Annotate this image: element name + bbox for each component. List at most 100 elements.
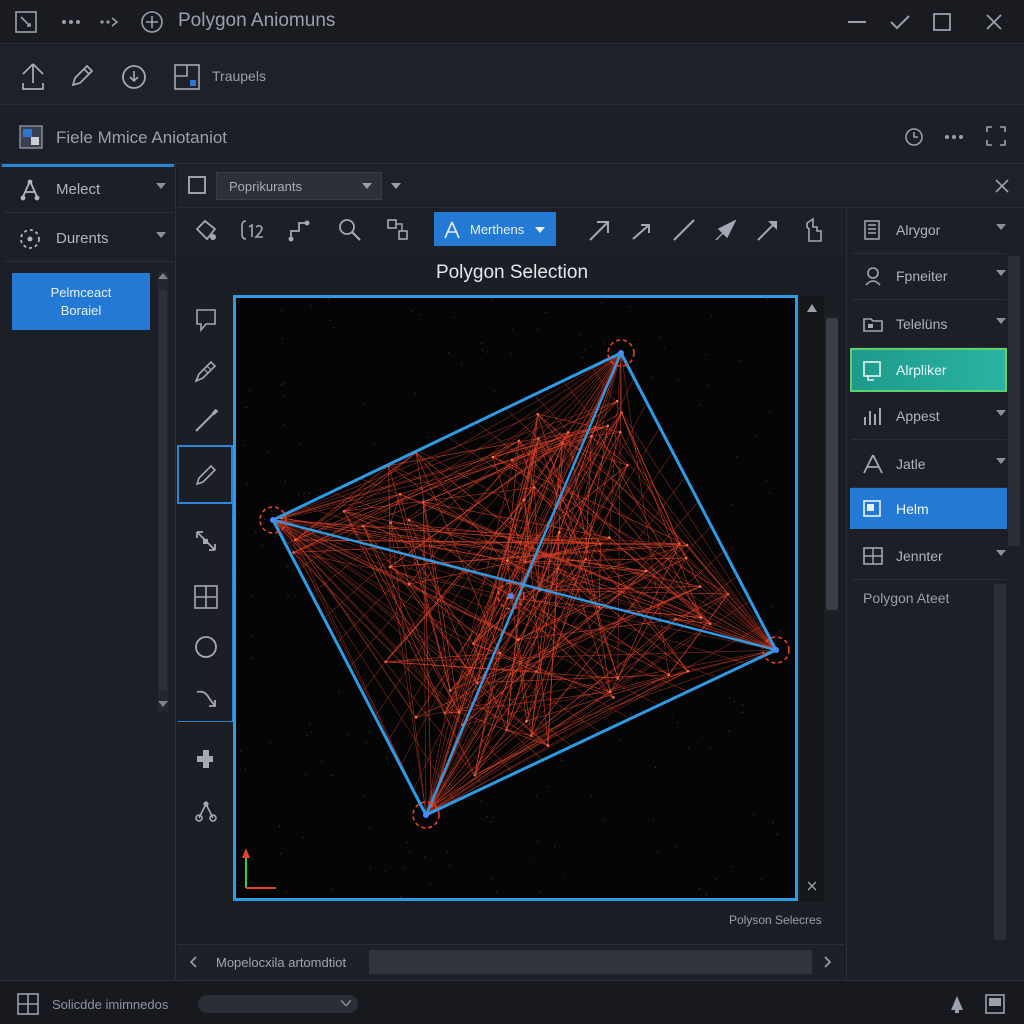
- magnet-icon[interactable]: [336, 216, 364, 244]
- right-item-telelauns[interactable]: Telelüns: [852, 302, 1006, 348]
- maximize-icon[interactable]: [930, 10, 954, 34]
- noise-speck: [650, 376, 652, 378]
- noise-speck: [715, 878, 717, 880]
- canvas-scrollbar-thumb[interactable]: [826, 318, 838, 610]
- knife-tool-icon[interactable]: [190, 406, 222, 436]
- notification-bell-icon[interactable]: [946, 992, 968, 1016]
- line-tool-icon[interactable]: [670, 216, 698, 244]
- polygon-canvas[interactable]: [233, 295, 798, 901]
- download-circle-icon[interactable]: [119, 62, 149, 92]
- grid-snap-icon[interactable]: [384, 216, 412, 244]
- scroll-up-icon[interactable]: [157, 270, 169, 282]
- arrow-up-right-icon[interactable]: [586, 216, 614, 244]
- add-icon[interactable]: [139, 9, 165, 35]
- right-scrollbar-lower[interactable]: [994, 584, 1006, 940]
- node-tool-icon[interactable]: [190, 796, 222, 826]
- noise-speck: [688, 747, 690, 749]
- noise-speck: [330, 888, 332, 891]
- mesh-fan-edge: [336, 352, 622, 644]
- app-logo-icon[interactable]: [14, 10, 38, 34]
- save-icon[interactable]: [984, 992, 1006, 1016]
- rotate-tool-icon[interactable]: [190, 684, 222, 714]
- grid-tool-icon[interactable]: [190, 582, 222, 612]
- noise-speck: [298, 494, 300, 496]
- noise-speck: [729, 696, 731, 699]
- right-item-appest[interactable]: Appest: [852, 394, 1006, 440]
- mesh-node: [698, 585, 702, 588]
- chevron-down-icon[interactable]: [389, 180, 403, 192]
- pen-tool-icon[interactable]: [190, 460, 222, 490]
- noise-speck: [730, 546, 732, 548]
- primary-action-button[interactable]: Pelmceact Boraiel: [12, 273, 150, 330]
- mesh-edge: [425, 593, 729, 816]
- mesh-node: [606, 424, 610, 428]
- mesh-edge: [530, 619, 676, 736]
- noise-speck: [251, 657, 254, 659]
- chevron-right-icon[interactable]: [821, 954, 835, 970]
- mesh-edge: [362, 526, 446, 714]
- mesh-fan-edge: [425, 575, 738, 816]
- noise-speck: [540, 891, 542, 893]
- check-icon[interactable]: [888, 10, 912, 34]
- forward-icon[interactable]: [98, 12, 120, 32]
- more-icon[interactable]: [60, 12, 82, 32]
- upload-icon[interactable]: [18, 60, 48, 92]
- mesh-fan-edge: [425, 476, 686, 816]
- brush-tool-icon[interactable]: [190, 356, 222, 386]
- arrow-curve-icon[interactable]: [628, 216, 656, 244]
- noise-speck: [285, 891, 287, 893]
- mesh-edge: [423, 501, 610, 538]
- scroll-up-icon[interactable]: [804, 300, 820, 316]
- view-dropdown[interactable]: [216, 172, 382, 200]
- noise-speck: [421, 498, 424, 500]
- circle-tool-icon[interactable]: [190, 632, 222, 662]
- noise-speck: [310, 731, 312, 733]
- right-item-alrygor[interactable]: Alrygor: [852, 208, 1006, 254]
- mesh-edge: [591, 435, 628, 466]
- right-item-jennter[interactable]: Jennter: [852, 534, 1006, 580]
- close-panel-icon[interactable]: [992, 176, 1012, 196]
- right-item-jatle[interactable]: Jatle: [852, 442, 1006, 488]
- resize-icon[interactable]: [804, 878, 820, 894]
- shape-select-icon[interactable]: [192, 216, 220, 244]
- extend-arrow-icon[interactable]: [754, 216, 782, 244]
- status-field[interactable]: [198, 995, 358, 1013]
- canvas-scrollbar-track[interactable]: [800, 296, 824, 902]
- transform-icon[interactable]: [286, 216, 314, 244]
- puzzle-tool-icon[interactable]: [190, 744, 222, 774]
- layout-icon[interactable]: [172, 62, 202, 92]
- right-item-helm[interactable]: Helm: [852, 487, 1006, 533]
- fullscreen-icon[interactable]: [984, 124, 1008, 148]
- mesh-fan-edge: [425, 550, 725, 816]
- right-item-alrpliker[interactable]: Alrpliker: [852, 348, 1006, 394]
- select-all-checkbox[interactable]: [188, 176, 206, 194]
- noise-speck: [613, 398, 615, 400]
- minimize-icon[interactable]: [846, 12, 868, 32]
- chevron-left-icon[interactable]: [186, 954, 200, 970]
- sidebar-item-durents[interactable]: Durents: [4, 216, 174, 262]
- pencil-icon[interactable]: [66, 60, 98, 92]
- clock-icon[interactable]: [902, 125, 926, 149]
- grid-view-icon[interactable]: [16, 992, 40, 1016]
- noise-speck: [530, 863, 532, 865]
- fill-arrow-icon[interactable]: [712, 216, 740, 244]
- noise-speck: [293, 569, 295, 571]
- more-options-icon[interactable]: [942, 125, 966, 149]
- scroll-down-icon[interactable]: [157, 698, 169, 710]
- status-input[interactable]: [369, 950, 812, 974]
- chevron-down-icon: [360, 180, 374, 192]
- right-item-fpneiter[interactable]: Fpneiter: [852, 254, 1006, 300]
- hand-tool-icon[interactable]: [800, 216, 828, 244]
- sidebar-scrollbar-thumb[interactable]: [159, 290, 167, 690]
- sidebar-item-select[interactable]: Melect: [4, 167, 174, 213]
- close-window-icon[interactable]: [982, 10, 1006, 34]
- noise-speck: [709, 748, 711, 750]
- noise-speck: [629, 306, 631, 308]
- scale-tool-icon[interactable]: [190, 526, 222, 556]
- mesh-edge: [272, 519, 474, 644]
- crop-tool-icon[interactable]: [190, 304, 222, 334]
- right-scrollbar-thumb[interactable]: [1008, 256, 1020, 546]
- mesh-edge: [539, 352, 622, 591]
- noise-speck: [240, 751, 242, 753]
- bracket-number-icon[interactable]: [239, 216, 267, 244]
